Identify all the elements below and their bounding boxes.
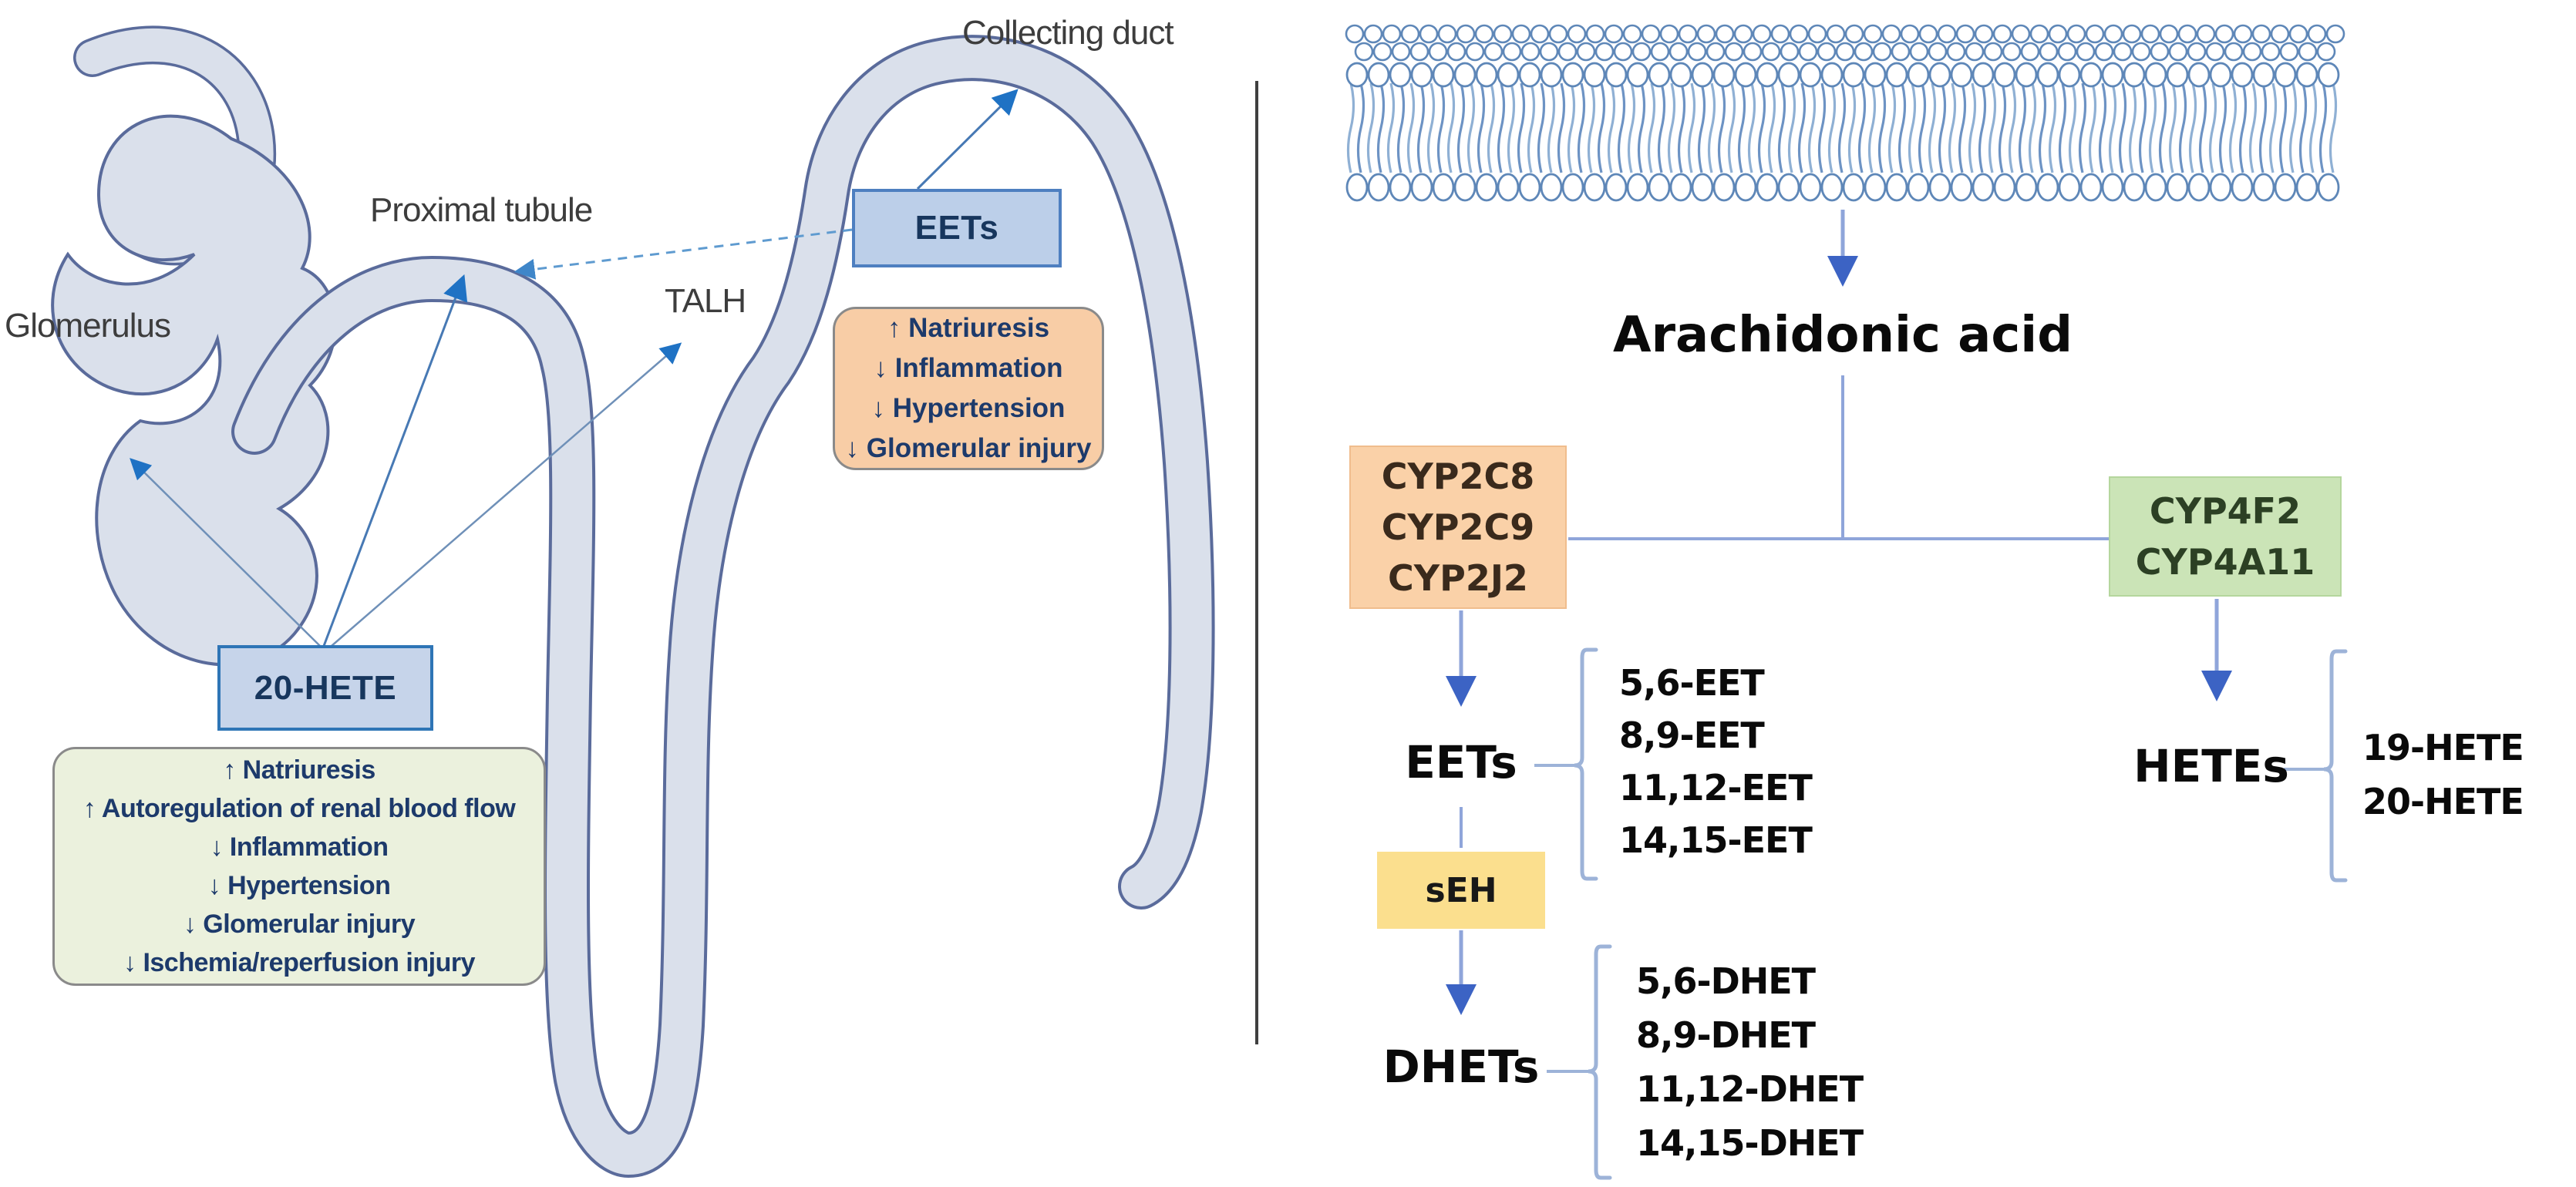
arrow-20hete-to-talh — [331, 342, 682, 647]
20hete-mediator-box: 20-HETE — [217, 645, 433, 731]
20hete-effect-item: ↓ Glomerular injury — [183, 910, 416, 939]
label-proximal-tubule: Proximal tubule — [370, 191, 593, 229]
eets-mediator-box: EETs — [852, 189, 1062, 267]
label-glomerulus: Glomerulus — [5, 307, 171, 345]
20hete-effect-item: ↓ Inflammation — [210, 832, 389, 862]
bracket-dhet-list — [1588, 944, 1612, 1180]
hete-metabolite: 19-HETE — [2362, 727, 2524, 768]
arachidonic-acid-label: Arachidonic acid — [1612, 307, 2073, 364]
dhet-metabolite: 5,6-DHET — [1636, 960, 1816, 1002]
bracket-eet-list — [1574, 647, 1598, 881]
dhet-metabolite: 14,15-DHET — [1636, 1122, 1864, 1164]
lipid-bilayer-membrane — [1345, 24, 2345, 202]
enzyme-name: CYP2J2 — [1388, 557, 1528, 599]
eets-effect-item: ↓ Glomerular injury — [845, 433, 1092, 463]
dhet-metabolite: 11,12-DHET — [1636, 1068, 1864, 1110]
20hete-effect-item: ↓ Ischemia/reperfusion injury — [123, 948, 475, 977]
enzyme-name: CYP2C8 — [1381, 456, 1535, 497]
arrow-20hete-to-proximal-tubule — [322, 274, 468, 647]
eet-metabolite-list: 5,6-EET 8,9-EET 11,12-EET 14,15-EET — [1619, 657, 1813, 866]
20hete-effects-box: ↑ Natriuresis ↑ Autoregulation of renal … — [52, 747, 546, 986]
20hete-effect-item: ↓ Hypertension — [207, 871, 391, 900]
seh-enzyme-box: sEH — [1377, 852, 1545, 929]
20hete-effect-item: ↑ Autoregulation of renal blood flow — [82, 794, 516, 823]
hete-metabolite-list: 19-HETE 20-HETE — [2362, 721, 2524, 829]
hetes-family-label: HETEs — [2133, 740, 2289, 792]
panel-divider — [1255, 81, 1258, 1044]
arrow-20hete-to-glomerulus — [130, 458, 321, 647]
eets-effects-box: ↑ Natriuresis ↓ Inflammation ↓ Hypertens… — [833, 307, 1104, 470]
hete-metabolite: 20-HETE — [2362, 781, 2524, 822]
eets-effect-item: ↑ Natriuresis — [887, 313, 1050, 343]
dhets-family-label: DHETs — [1382, 1041, 1540, 1093]
eet-metabolite: 14,15-EET — [1619, 819, 1813, 861]
label-talh: TALH — [665, 282, 746, 320]
dhet-metabolite-list: 5,6-DHET 8,9-DHET 11,12-DHET 14,15-DHET — [1636, 954, 1864, 1170]
eets-effect-item: ↓ Inflammation — [874, 353, 1063, 383]
arrow-eets-to-proximal-tubule-dashed — [514, 228, 853, 280]
enzyme-name: CYP4F2 — [2149, 490, 2302, 532]
eet-metabolite: 8,9-EET — [1619, 715, 1765, 756]
eets-effect-item: ↓ Hypertension — [871, 393, 1066, 423]
bracket-hete-list — [2323, 649, 2348, 883]
epoxygenase-enzyme-box: CYP2C8 CYP2C9 CYP2J2 — [1349, 446, 1567, 609]
enzyme-name: CYP4A11 — [2135, 541, 2315, 583]
hydroxylase-enzyme-box: CYP4F2 CYP4A11 — [2109, 476, 2342, 597]
arrow-eets-to-collecting-duct — [916, 89, 1019, 190]
20hete-effect-item: ↑ Natriuresis — [223, 755, 375, 785]
eet-metabolite: 5,6-EET — [1619, 662, 1765, 704]
label-collecting-duct: Collecting duct — [962, 14, 1174, 52]
proximal-coil-tube — [73, 25, 277, 266]
glomerulus-shape — [51, 114, 337, 667]
dhet-metabolite: 8,9-DHET — [1636, 1014, 1816, 1056]
enzyme-name: CYP2C9 — [1381, 506, 1535, 548]
eet-metabolite: 11,12-EET — [1619, 767, 1813, 809]
eets-family-label: EETs — [1405, 736, 1517, 789]
